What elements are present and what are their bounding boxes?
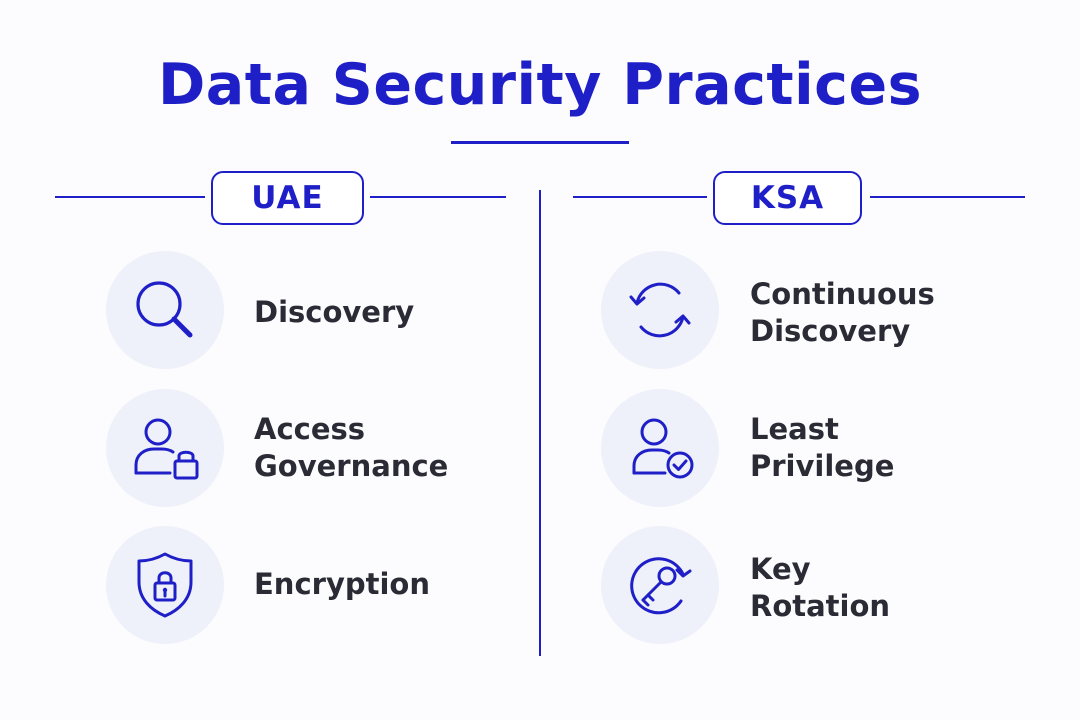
item-key-rotation-label: Key Rotation [750,552,891,623]
access-governance-icon-circle [106,389,224,507]
uae-rule-left [55,196,205,198]
shield-lock-icon [137,552,193,618]
user-lock-icon [134,418,199,480]
key-rotation-icon [630,557,692,615]
continuous-discovery-icon-circle [601,251,719,369]
title-underline [451,141,629,144]
ksa-badge: KSA [713,171,862,225]
search-icon [136,281,193,338]
item-discovery-label: Discovery [254,295,415,329]
ksa-rule-right [870,196,1025,198]
item-access-governance-label: Access Governance [254,412,449,483]
column-divider [539,190,541,656]
item-least-privilege-label: Least Privilege [750,412,895,483]
user-check-icon [632,418,694,479]
discovery-icon-circle [106,251,224,369]
least-privilege-icon-circle [601,389,719,507]
key-rotation-icon-circle [601,526,719,644]
item-encryption-label: Encryption [254,567,430,601]
item-continuous-discovery-label: Continuous Discovery [750,277,935,348]
encryption-icon-circle [106,526,224,644]
uae-badge: UAE [211,171,364,225]
uae-rule-right [370,196,506,198]
page-title: Data Security Practices [157,52,923,118]
ksa-rule-left [573,196,707,198]
refresh-cycle-icon [629,282,691,338]
